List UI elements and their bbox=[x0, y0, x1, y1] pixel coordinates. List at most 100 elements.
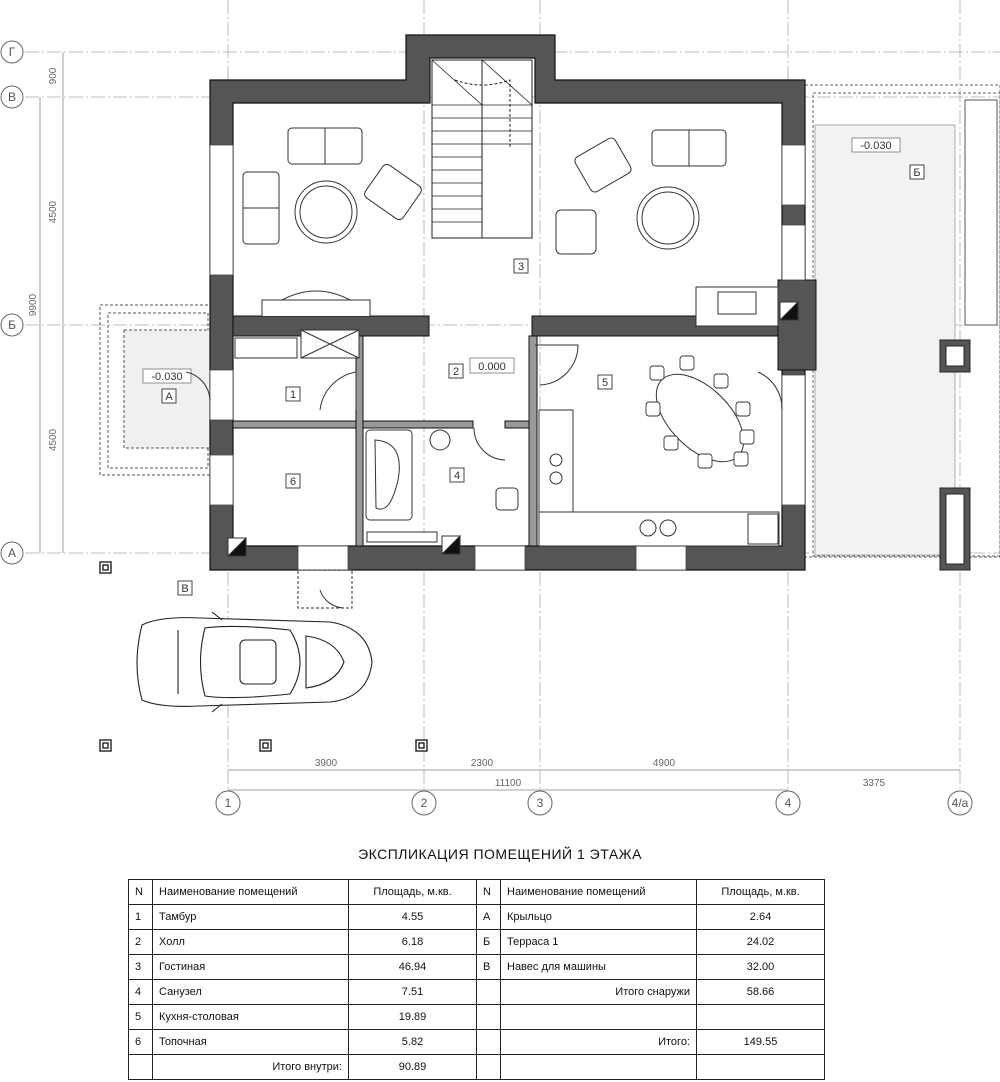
room-tag: 2 bbox=[453, 366, 459, 378]
empty-cell bbox=[476, 1004, 501, 1030]
room-tag: 5 bbox=[602, 377, 608, 389]
doors bbox=[185, 344, 783, 609]
empty-cell bbox=[476, 1054, 501, 1080]
empty-cell bbox=[500, 1054, 697, 1080]
room-area: 2.64 bbox=[696, 904, 825, 930]
col-dimension: 2300 bbox=[471, 758, 494, 769]
room-number: 4 bbox=[128, 979, 153, 1005]
header-cell: Наименование помещений bbox=[152, 879, 349, 905]
room-name: Гостиная bbox=[152, 954, 349, 980]
room-name: Топочная bbox=[152, 1029, 349, 1055]
terrace-level: -0.030 bbox=[860, 140, 891, 152]
floor-plan: Г В Б А 900 4500 4500 9900 -0.030 Б bbox=[0, 0, 1000, 816]
boiler-room-fixtures bbox=[226, 300, 799, 557]
table-row: 5 Кухня-столовая 19.89 bbox=[128, 1004, 825, 1030]
row-axis-label: В bbox=[8, 90, 16, 104]
row-total-dimension: 9900 bbox=[28, 293, 39, 316]
room-tags: 1 2 0.000 3 4 5 6 bbox=[285, 258, 613, 489]
hall-level: 0.000 bbox=[478, 361, 506, 373]
col-total-dimension: 11100 bbox=[495, 778, 522, 789]
room-name: Терраса 1 bbox=[500, 929, 697, 955]
staircase bbox=[431, 59, 533, 239]
inside-total-value: 90.89 bbox=[348, 1054, 477, 1080]
header-cell: N bbox=[476, 879, 501, 905]
empty-cell bbox=[696, 1054, 825, 1080]
col-dimension: 3900 bbox=[315, 758, 338, 769]
empty-cell bbox=[500, 1004, 697, 1030]
kitchen-furniture bbox=[538, 355, 780, 547]
room-tag: 1 bbox=[290, 389, 296, 401]
table-row: 2 Холл 6.18 Б Терраса 1 24.02 bbox=[128, 929, 825, 955]
windows bbox=[209, 144, 806, 571]
room-number: А bbox=[476, 904, 501, 930]
room-name: Санузел bbox=[152, 979, 349, 1005]
carport: В bbox=[99, 561, 428, 752]
bathroom-fixtures bbox=[365, 429, 519, 555]
room-number: 2 bbox=[128, 929, 153, 955]
room-tag: 4 bbox=[454, 470, 460, 482]
room-area: 7.51 bbox=[348, 979, 477, 1005]
interior-walls bbox=[232, 279, 817, 547]
table-header-row: N Наименование помещений Площадь, м.кв. … bbox=[128, 879, 825, 905]
room-name: Навес для машины bbox=[500, 954, 697, 980]
room-area: 32.00 bbox=[696, 954, 825, 980]
row-dimension: 4500 bbox=[48, 200, 59, 223]
room-area: 6.18 bbox=[348, 929, 477, 955]
outside-total-label: Итого снаружи bbox=[500, 979, 697, 1005]
row-dimension: 4500 bbox=[48, 428, 59, 451]
room-number: В bbox=[476, 954, 501, 980]
room-area: 46.94 bbox=[348, 954, 477, 980]
empty-cell bbox=[476, 1029, 501, 1055]
terrace: -0.030 Б bbox=[804, 84, 1000, 571]
row-axis-label: Г bbox=[9, 45, 16, 59]
table-row: 4 Санузел 7.51 Итого снаружи 58.66 bbox=[128, 979, 825, 1005]
header-cell: N bbox=[128, 879, 153, 905]
room-schedule-table: N Наименование помещений Площадь, м.кв. … bbox=[128, 879, 825, 1080]
room-name: Тамбур bbox=[152, 904, 349, 930]
column-axis-label: 1 bbox=[225, 796, 232, 810]
exterior-walls bbox=[209, 34, 806, 571]
row-axis-label: Б bbox=[8, 318, 16, 332]
room-name: Холл bbox=[152, 929, 349, 955]
room-name: Крыльцо bbox=[500, 904, 697, 930]
terrace-label: Б bbox=[913, 167, 920, 179]
table-row: 3 Гостиная 46.94 В Навес для машины 32.0… bbox=[128, 954, 825, 980]
table-row: Итого внутри: 90.89 bbox=[128, 1054, 825, 1080]
porch-label: А bbox=[165, 391, 173, 403]
row-axis-label: А bbox=[8, 546, 16, 560]
table-row: 1 Тамбур 4.55 А Крыльцо 2.64 bbox=[128, 904, 825, 930]
table-row: 6 Топочная 5.82 Итого: 149.55 bbox=[128, 1029, 825, 1055]
left-dimensions: 900 4500 4500 9900 bbox=[28, 52, 64, 553]
header-cell: Площадь, м.кв. bbox=[696, 879, 825, 905]
room-area: 4.55 bbox=[348, 904, 477, 930]
room-number: 5 bbox=[128, 1004, 153, 1030]
room-name: Кухня-столовая bbox=[152, 1004, 349, 1030]
inside-total-label: Итого внутри: bbox=[152, 1054, 349, 1080]
car-icon bbox=[136, 611, 373, 713]
room-tag: 3 bbox=[518, 261, 524, 273]
outside-total-value: 58.66 bbox=[696, 979, 825, 1005]
bottom-dimensions: 3900 2300 4900 11100 3375 bbox=[228, 758, 960, 791]
room-number: Б bbox=[476, 929, 501, 955]
porch-level: -0.030 bbox=[151, 371, 182, 383]
row-dimension: 900 bbox=[48, 67, 59, 84]
room-tag: 6 bbox=[290, 476, 296, 488]
room-number: 6 bbox=[128, 1029, 153, 1055]
col-dimension: 3375 bbox=[863, 778, 886, 789]
living-room-furniture bbox=[242, 127, 779, 327]
empty-cell bbox=[128, 1054, 153, 1080]
room-area: 5.82 bbox=[348, 1029, 477, 1055]
column-axis-label: 3 bbox=[537, 796, 544, 810]
col-dimension: 4900 bbox=[653, 758, 676, 769]
empty-cell bbox=[696, 1004, 825, 1030]
carport-label: В bbox=[181, 583, 188, 595]
column-axis-label: 2 bbox=[421, 796, 428, 810]
header-cell: Наименование помещений bbox=[500, 879, 697, 905]
column-axis-markers: 1 2 3 4 4/а bbox=[215, 790, 973, 816]
column-axis-label: 4 bbox=[785, 796, 792, 810]
grand-total-value: 149.55 bbox=[696, 1029, 825, 1055]
table-title: ЭКСПЛИКАЦИЯ ПОМЕЩЕНИЙ 1 ЭТАЖА bbox=[358, 846, 642, 862]
grand-total-label: Итого: bbox=[500, 1029, 697, 1055]
room-area: 19.89 bbox=[348, 1004, 477, 1030]
porch: -0.030 А bbox=[99, 304, 211, 476]
